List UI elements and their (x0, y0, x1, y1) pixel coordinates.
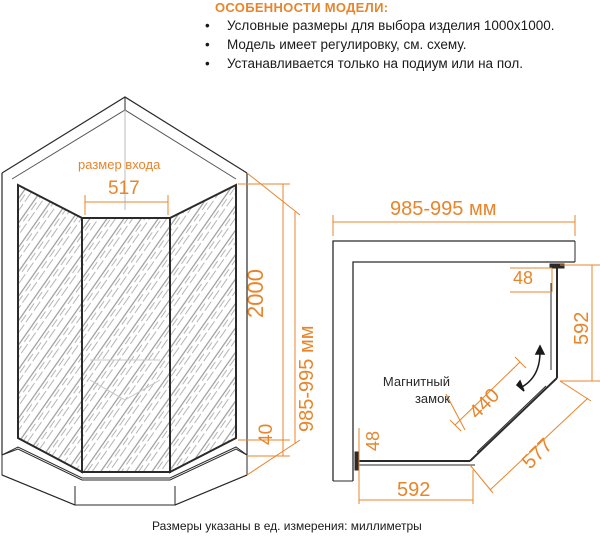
plan-offset-top-value: 48 (513, 268, 534, 288)
feature-item: •Устанавливается только на подиум или на… (205, 56, 523, 71)
features-list: •Условные размеры для выбора изделия 100… (205, 16, 554, 73)
plan-side-panel-value: 592 (571, 311, 593, 345)
plan-bottom-panel-value: 592 (397, 479, 431, 501)
features-title: ОСОБЕННОСТИ МОДЕЛИ: (215, 0, 389, 15)
depth-dimension (246, 172, 301, 476)
plan-width-value: 985-995 мм (390, 198, 497, 220)
feature-item: •Модель имеет регулировку, см. схему. (205, 37, 467, 52)
height-dimension (238, 183, 290, 457)
entry-dimension (84, 195, 169, 215)
adjustment-arrow-icon (515, 344, 546, 392)
side-depth-value: 985-995 мм (296, 325, 318, 432)
plan-view (332, 240, 576, 482)
plan-offset-left-value: 48 (363, 430, 383, 451)
entry-width-value: 517 (108, 178, 140, 199)
feature-item: •Условные размеры для выбора изделия 100… (205, 18, 555, 33)
magnet-lock-label: Магнитный замок (382, 374, 450, 406)
tray-height-value: 40 (256, 423, 277, 445)
plan-dimensions (332, 215, 600, 504)
units-footnote: Размеры указаны в ед. измерения: миллиме… (152, 519, 422, 533)
shower-perspective-view (1, 96, 248, 506)
entry-size-label: размер входа (78, 157, 161, 172)
height-value: 2000 (243, 269, 268, 318)
